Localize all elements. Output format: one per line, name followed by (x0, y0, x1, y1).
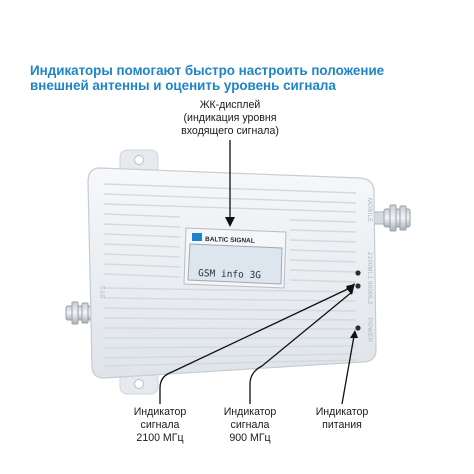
indicator-2100-pointer-line (159, 286, 353, 404)
mounting-tab-top (119, 149, 159, 173)
lcd-readout: GSM info 3G (198, 268, 262, 281)
indicator-2100-callout: Индикатор сигнала 2100 МГц (120, 406, 200, 445)
bts-port-label: BTS (101, 285, 107, 298)
lcd-callout-line-3: входящего сигнала) (181, 125, 279, 137)
headline-line-1: Индикаторы помогают быстро настроить пол… (30, 63, 385, 78)
brand-name: BALTIC SIGNAL (205, 236, 255, 245)
indicator-900-line-1: Индикатор (223, 406, 277, 418)
mobile-port-label: MOBILE (366, 198, 372, 222)
callout-lines (159, 140, 355, 405)
led-band-labels: 2100ML1 900ML2 (366, 252, 372, 305)
indicator-power-line-2: питания (322, 419, 362, 431)
mounting-tab-bottom (119, 371, 159, 395)
indicator-900-line-3: 900 МГц (229, 432, 271, 444)
indicator-900-callout: Индикатор сигнала 900 МГц (210, 406, 290, 445)
indicator-2100-line-3: 2100 МГц (136, 432, 184, 444)
indicator-power-callout: Индикатор питания (302, 406, 382, 432)
indicator-2100-line-2: сигнала (140, 419, 180, 431)
indicator-900-pointer-line (249, 291, 353, 404)
power-label: POWER (366, 318, 372, 343)
lcd-arrowhead-icon (225, 217, 235, 227)
lcd-callout-line-1: ЖК-дисплей (199, 99, 261, 111)
led-900-indicator (355, 270, 361, 276)
brand-logo-icon (192, 233, 202, 241)
lcd-callout: ЖК-дисплей (индикация уровня входящего с… (170, 99, 290, 138)
headline: Индикаторы помогают быстро настроить пол… (30, 63, 460, 93)
lcd-callout-line-2: (индикация уровня (183, 112, 277, 124)
indicator-2100-line-1: Индикатор (133, 406, 187, 418)
indicator-power-pointer-line (341, 335, 355, 405)
indicator-900-line-2: сигнала (230, 419, 270, 431)
lcd-display: BALTIC SIGNAL GSM info 3G (183, 227, 287, 289)
mobile-connector (369, 204, 411, 232)
indicator-power-arrowhead-icon (350, 330, 358, 338)
led-power-indicator (355, 325, 361, 331)
callout-arrowheads (225, 217, 358, 338)
indicator-900-arrowhead-icon (346, 283, 355, 295)
repeater-body: BALTIC SIGNAL GSM info 3G MOBILE BTS 210… (87, 167, 377, 379)
led-2100-indicator (355, 283, 361, 289)
headline-line-2: внешней антенны и оценить уровень сигнал… (30, 78, 336, 93)
indicator-power-line-1: Индикатор (315, 406, 369, 418)
